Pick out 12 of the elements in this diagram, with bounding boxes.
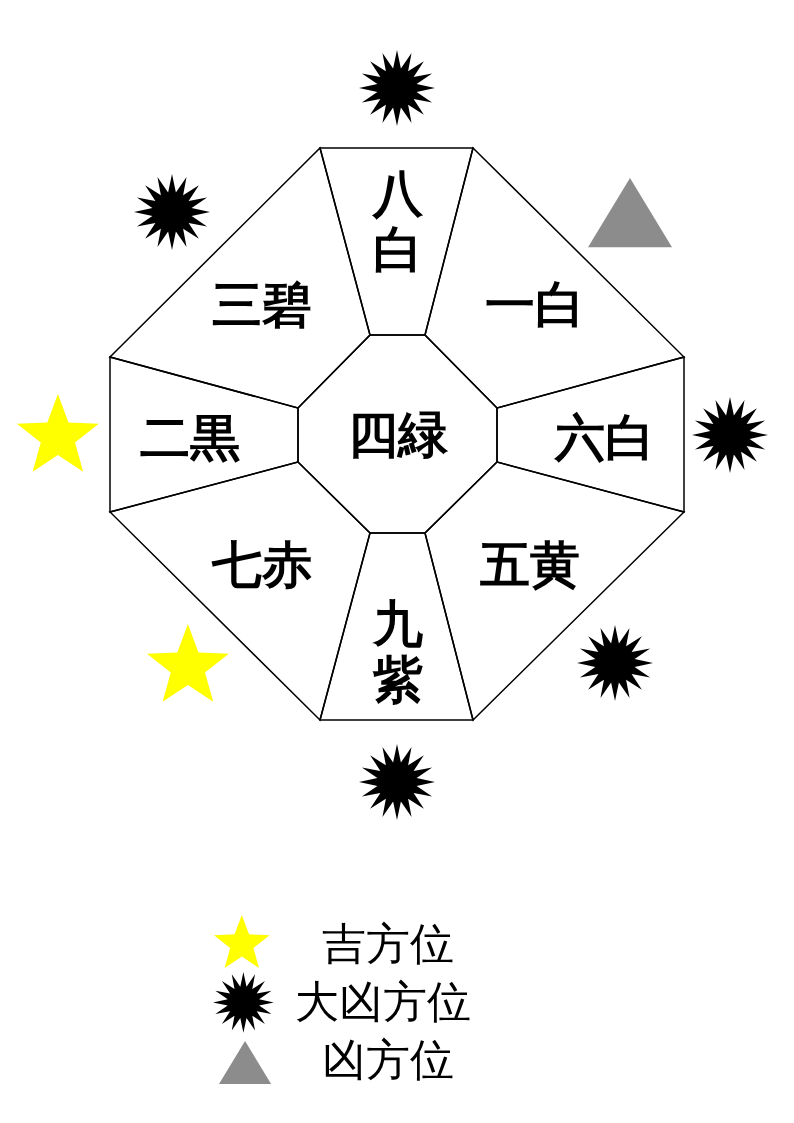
sector-label: 八白 [371, 166, 424, 278]
legend-label: 凶方位 [322, 1035, 454, 1085]
legend-label: 大凶方位 [295, 977, 471, 1027]
sector-label: 五黄 [480, 537, 580, 593]
center-label: 四緑 [348, 407, 448, 463]
legend-label: 吉方位 [322, 919, 454, 969]
sector-label: 一白 [485, 277, 585, 333]
sector-label: 九紫 [371, 596, 424, 708]
sector-label: 六白 [555, 410, 655, 466]
sector-label: 二黒 [140, 410, 240, 466]
sector-label: 三碧 [212, 277, 312, 333]
sector-label: 七赤 [212, 537, 312, 593]
